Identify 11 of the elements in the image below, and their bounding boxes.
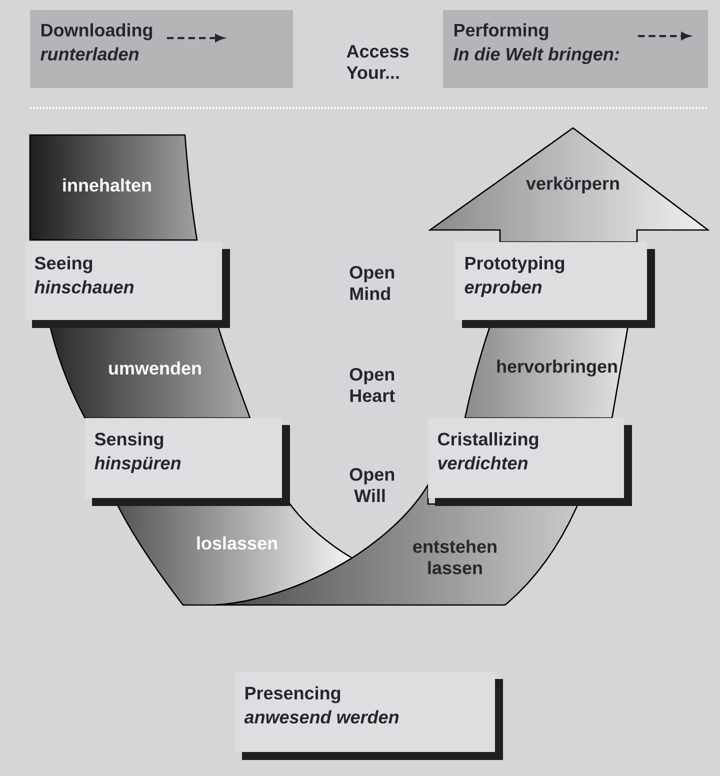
stage-box: Cristallizing verdichten	[428, 418, 632, 506]
header-box: Downloading runterladen	[30, 10, 293, 88]
stage-box: Seeing hinschauen	[25, 242, 230, 328]
stage-box: Sensing hinspüren	[85, 418, 290, 506]
header-box: Performing In die Welt bringen:	[443, 10, 708, 88]
u-band-segment: innehalten	[29, 134, 198, 241]
level-label: Access Your...	[346, 45, 409, 79]
level-label: Open Mind	[350, 266, 394, 300]
level-label: Open Heart	[350, 368, 395, 402]
stage-box: Presencing anwesend werden	[235, 672, 503, 760]
stage-box: Prototyping erproben	[455, 242, 655, 328]
